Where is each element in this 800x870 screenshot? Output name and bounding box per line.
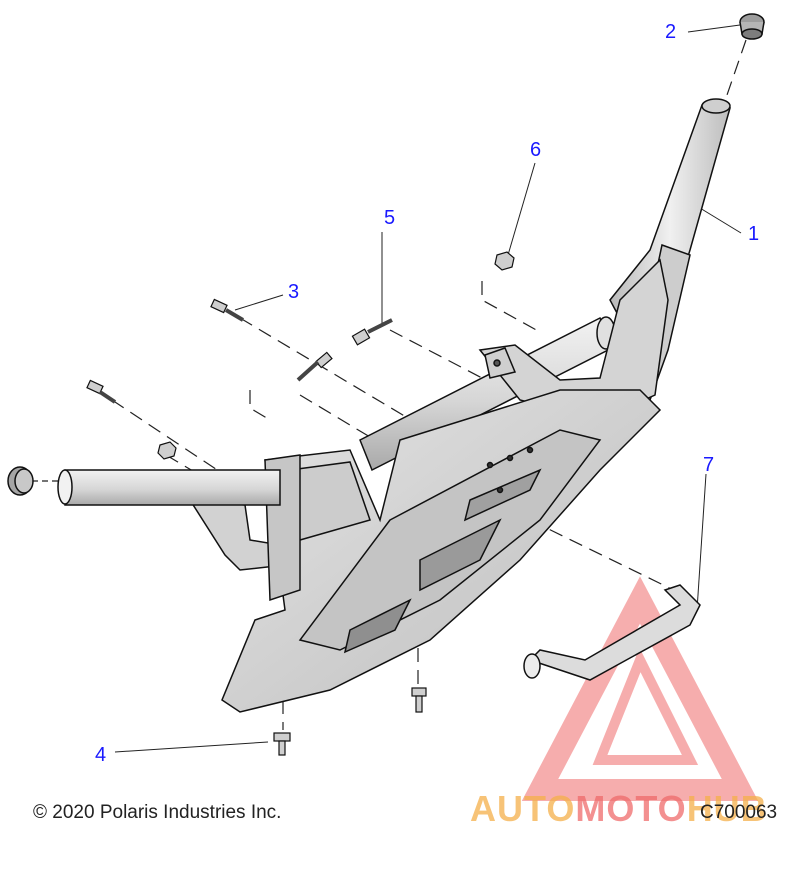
watermark-logo	[521, 576, 759, 801]
callout-3[interactable]: 3	[288, 281, 300, 303]
bolt-3b	[296, 351, 333, 382]
callout-6[interactable]: 6	[530, 139, 542, 161]
watermark-auto: AUTO	[470, 788, 576, 829]
drawing-id: C700063	[700, 802, 778, 823]
end-cap-left	[7, 466, 34, 496]
callout-4[interactable]: 4	[95, 744, 107, 766]
bolt-4	[273, 732, 291, 756]
brush-guard-plate	[221, 389, 662, 713]
end-cap-top	[739, 13, 765, 40]
callout-7[interactable]: 7	[703, 454, 715, 476]
bolt-hardware	[86, 251, 515, 756]
tab-bracket	[484, 347, 517, 379]
bolt-bottom	[411, 687, 427, 713]
callout-1[interactable]: 1	[748, 223, 760, 245]
watermark-hub: HUB	[686, 788, 768, 829]
bolt-3	[210, 298, 245, 322]
bolt-3c	[86, 379, 117, 404]
brush-guard-left-tube	[57, 469, 281, 506]
callout-2[interactable]: 2	[665, 21, 677, 43]
nut-left	[157, 441, 177, 460]
bolt-5	[351, 318, 393, 346]
copyright-text: © 2020 Polaris Industries Inc.	[33, 802, 282, 823]
lower-skid-tube	[523, 584, 701, 681]
watermark-moto: MOTO	[575, 788, 687, 829]
leader-lines	[114, 24, 742, 753]
nut-6	[494, 251, 515, 271]
watermark-text: AUTOMOTOHUB	[470, 788, 768, 830]
callout-5[interactable]: 5	[384, 207, 396, 229]
